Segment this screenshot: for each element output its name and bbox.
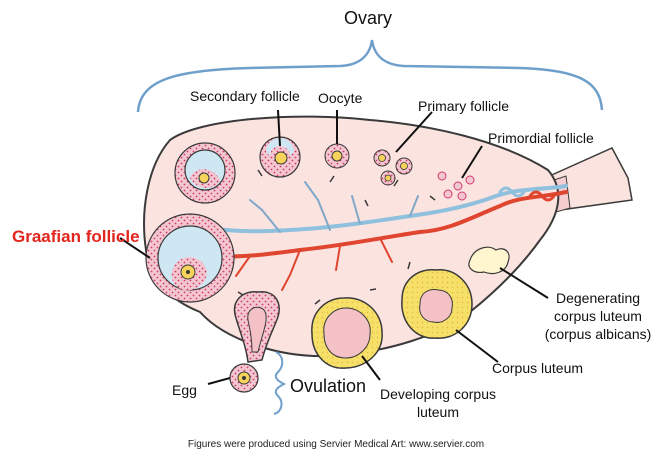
- label-degenerating-3: (corpus albicans): [544, 326, 652, 342]
- label-egg: Egg: [172, 382, 197, 398]
- graafian-follicle-small: [174, 142, 236, 204]
- ovulation-brace: [273, 351, 287, 415]
- ovary-bracket: [136, 39, 604, 113]
- primordial-follicles: [437, 171, 475, 201]
- label-oocyte: Oocyte: [318, 90, 363, 106]
- diagram-title: Ovary: [343, 8, 392, 28]
- label-degenerating-2: corpus luteum: [554, 308, 642, 324]
- leader-lines: [119, 109, 549, 385]
- label-secondary-follicle: Secondary follicle: [190, 88, 300, 104]
- corpus-luteum: [401, 269, 473, 339]
- developing-corpus-luteum: [311, 297, 383, 369]
- label-ovulation: Ovulation: [290, 376, 367, 396]
- label-developing-2: luteum: [416, 404, 460, 420]
- label-degenerating-1: Degenerating: [555, 290, 641, 306]
- graafian-follicle: [145, 213, 235, 303]
- label-corpus-luteum: Corpus luteum: [492, 360, 584, 376]
- blood-vessels: [208, 181, 568, 291]
- primary-follicles: [373, 149, 413, 186]
- ruptured-follicle: [233, 291, 280, 363]
- egg: [229, 363, 259, 393]
- corpus-albicans: [468, 246, 510, 275]
- credit-line: Figures were produced using Servier Medi…: [187, 439, 485, 450]
- oocyte-follicle: [324, 143, 350, 169]
- label-primordial-follicle: Primordial follicle: [488, 130, 594, 146]
- label-developing-1: Developing corpus: [380, 386, 496, 402]
- label-graafian-follicle: Graafian follicle: [12, 227, 140, 246]
- secondary-follicle: [259, 136, 301, 178]
- label-primary-follicle: Primary follicle: [418, 98, 510, 114]
